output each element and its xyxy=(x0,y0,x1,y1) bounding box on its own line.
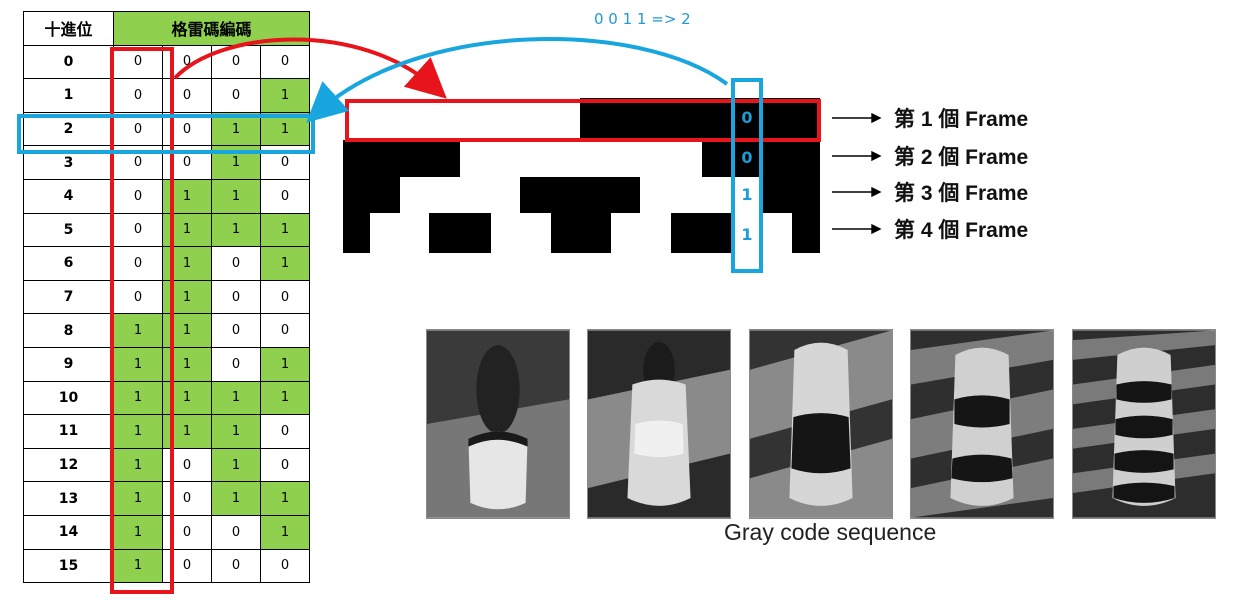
frame-4-black-band-3 xyxy=(551,213,611,253)
frame-3-label: 第 3 個 Frame xyxy=(894,182,1029,205)
gray-bit-cell: 0 xyxy=(260,178,310,214)
gray-bit-cell: 0 xyxy=(260,447,310,483)
frame-3-bit: 1 xyxy=(741,185,753,204)
gray-bit-cell: 0 xyxy=(113,178,163,214)
decimal-cell: 0 xyxy=(23,44,114,80)
decimal-cell: 4 xyxy=(23,178,114,214)
frame-4-black-band-1 xyxy=(343,213,370,253)
gray-bit-cell: 1 xyxy=(260,78,310,113)
decimal-cell: 1 xyxy=(23,78,114,113)
photo-4 xyxy=(910,329,1054,519)
gray-bit-cell: 1 xyxy=(211,212,261,248)
frame-1-label: 第 1 個 Frame xyxy=(894,108,1029,131)
gray-bit-cell: 1 xyxy=(113,481,163,516)
gray-bit-cell: 0 xyxy=(260,414,310,449)
sequence-caption: Gray code sequence xyxy=(724,519,937,545)
frame-3 xyxy=(343,177,820,213)
gray-code-frames xyxy=(343,98,820,253)
decimal-cell: 9 xyxy=(23,346,114,382)
decimal-header: 十進位 xyxy=(23,11,114,46)
frame-2-label: 第 2 個 Frame xyxy=(894,146,1029,169)
gray-bit-cell: 0 xyxy=(211,313,261,348)
frame-2-bit: 0 xyxy=(741,148,753,167)
frame-4-label: 第 4 個 Frame xyxy=(894,219,1029,242)
photo-2 xyxy=(587,329,731,519)
decode-formula: 0 0 1 1 => 2 xyxy=(594,10,691,28)
frame-4-bit: 1 xyxy=(741,225,753,244)
decimal-cell: 10 xyxy=(23,380,114,416)
gray-bit-cell: 1 xyxy=(211,447,261,483)
frame-3-black-band-1 xyxy=(343,177,400,213)
table-header-row: 十進位 格雷碼編碼 xyxy=(23,11,310,46)
gray-bit-cell: 1 xyxy=(211,380,261,416)
gray-bit-cell: 1 xyxy=(113,313,163,348)
row-2-highlight xyxy=(17,114,315,154)
gray-bit-cell: 0 xyxy=(260,279,310,315)
gray-bit-cell: 1 xyxy=(260,212,310,248)
gray-bit-cell: 1 xyxy=(260,380,310,416)
gray-bit-cell: 1 xyxy=(260,246,310,281)
gray-bit-cell: 1 xyxy=(260,346,310,382)
gray-bit-cell: 1 xyxy=(260,481,310,516)
frame-4 xyxy=(343,213,820,253)
gray-bit-cell: 0 xyxy=(211,548,261,584)
frame-column-highlight xyxy=(731,78,763,273)
gray-bit-cell: 0 xyxy=(260,313,310,348)
frame-3-black-band-3 xyxy=(762,177,820,213)
photo-3 xyxy=(749,329,893,519)
decimal-cell: 11 xyxy=(23,414,114,449)
frame-1-black-band xyxy=(580,98,820,140)
first-bit-column-highlight xyxy=(110,47,174,594)
photo-5 xyxy=(1072,329,1216,519)
frame-4-black-band-2 xyxy=(429,213,491,253)
gray-bit-cell: 0 xyxy=(211,279,261,315)
blue-curved-arrow xyxy=(306,37,729,123)
frame-4-black-band-5 xyxy=(792,213,820,253)
gray-bit-cell: 0 xyxy=(211,246,261,281)
gray-bit-cell: 1 xyxy=(113,514,163,550)
gray-bit-cell: 1 xyxy=(211,178,261,214)
gray-code-header: 格雷碼編碼 xyxy=(113,11,310,46)
frame-1-bit: 0 xyxy=(741,108,753,127)
photo-1 xyxy=(426,329,570,519)
decimal-cell: 8 xyxy=(23,313,114,348)
gray-bit-cell: 1 xyxy=(260,514,310,550)
frame-3-black-band-2 xyxy=(520,177,640,213)
gray-bit-cell: 1 xyxy=(211,414,261,449)
gray-bit-cell: 1 xyxy=(113,548,163,584)
red-curved-arrow xyxy=(173,37,447,99)
gray-bit-cell: 1 xyxy=(113,346,163,382)
gray-bit-cell: 0 xyxy=(260,548,310,584)
decimal-cell: 15 xyxy=(23,548,114,584)
decimal-cell: 14 xyxy=(23,514,114,550)
gray-bit-cell: 1 xyxy=(113,414,163,449)
frame-4-black-band-4 xyxy=(671,213,732,253)
frame-2-black-band-left xyxy=(343,140,460,177)
gray-bit-cell: 0 xyxy=(260,44,310,80)
frame-label-arrows xyxy=(832,112,882,235)
frame-1 xyxy=(343,98,820,140)
